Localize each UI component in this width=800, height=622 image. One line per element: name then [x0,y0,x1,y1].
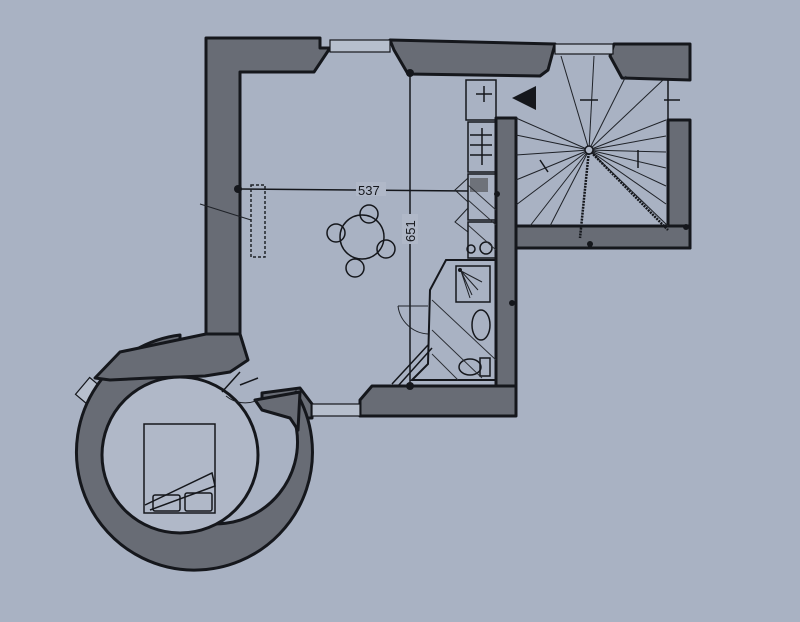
washbasin [471,309,491,341]
dining-table [326,204,396,278]
dimension-lines: 537 651 [234,69,469,390]
pillow-left [152,494,181,512]
sink [467,173,497,221]
window-stairs [554,43,614,55]
height-dimension-label: 651 [403,220,418,242]
fridge [467,121,497,173]
bed-frame [143,423,216,514]
tower-door[interactable] [221,371,259,404]
wall-cabinet [199,184,266,258]
window-top [329,39,391,53]
chair [345,258,365,278]
stair-center-post [584,145,594,155]
kitchenette [454,79,497,259]
shower [455,265,491,303]
round-tower [74,332,314,572]
cooktop [467,221,497,259]
window-bottom [311,403,361,417]
toilet [458,358,482,376]
bathroom [391,259,497,387]
exterior-walls [204,36,692,420]
pillow-right [184,492,213,512]
entrance-arrow-icon [512,86,536,110]
width-dimension-label: 537 [358,183,380,198]
junction-markers [494,191,689,306]
round-table [339,214,385,260]
spiral-staircase [515,55,680,239]
chair [359,204,379,224]
chair [326,223,346,243]
double-bed [143,423,216,514]
chair [376,239,396,259]
